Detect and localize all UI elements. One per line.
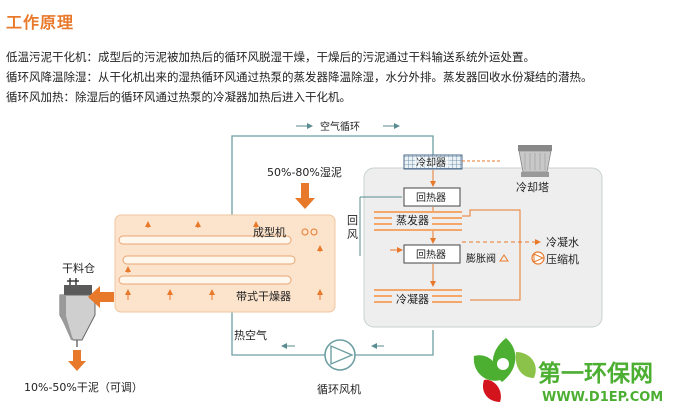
reheater-top	[403, 187, 461, 207]
wet-sludge-arrow-icon	[295, 183, 315, 209]
condensate-label: 冷凝水	[546, 235, 579, 249]
circulation-fan-label: 循环风机	[317, 382, 361, 396]
forming-roller-icon	[301, 228, 309, 236]
circulation-fan-icon	[324, 339, 356, 371]
internal-airflow	[390, 170, 436, 287]
watermark-logo	[473, 338, 536, 402]
description-heating: 循环风加热：除湿后的循环风通过热泵的冷凝器加热后进入干化机。	[6, 90, 351, 104]
reheater-mid	[403, 244, 461, 264]
belt-dryer-label: 带式干燥器	[236, 290, 291, 303]
forming-machine-label: 成型机	[253, 225, 286, 239]
compressor-label: 压缩机	[546, 252, 579, 266]
forming-roller-icon	[310, 228, 318, 236]
dry-sludge-arrow-icon	[68, 350, 86, 371]
wet-sludge-label: 50%-80%湿泥	[267, 166, 342, 179]
dry-silo-icon	[59, 278, 96, 347]
page-title: 工作原理	[6, 13, 75, 32]
reheater-top-label: 回热器	[416, 191, 446, 204]
dry-material-arrow-icon	[88, 286, 114, 308]
dryer-air-arrows	[125, 221, 323, 300]
heat-pump-unit	[363, 167, 603, 328]
return-air-label-1: 回	[347, 214, 358, 227]
compressor-icon	[531, 251, 545, 265]
cooling-tower-icon	[518, 145, 552, 177]
air-cycle-label: 空气循环	[320, 120, 360, 133]
refrigerant-loop	[462, 209, 521, 301]
reheater-mid-label: 回热器	[416, 248, 446, 261]
evaporator-label: 蒸发器	[396, 213, 429, 227]
dry-sludge-label: 10%-50%干泥（可调）	[24, 381, 143, 394]
hot-air-label: 热空气	[234, 328, 267, 342]
expansion-valve-icon	[499, 254, 509, 262]
watermark-en: WWW.D1EP.COM	[542, 390, 663, 405]
watermark-cn: 第一环保网	[538, 360, 653, 387]
conveyor-belts	[118, 235, 296, 285]
description-dryer: 低温污泥干化机：成型后的污泥被加热后的循环风脱湿干燥，干燥后的污泥通过干料输送系…	[6, 50, 535, 64]
return-air-label-2: 风	[347, 228, 358, 241]
expansion-valve-label: 膨胀阀	[466, 252, 496, 265]
cooling-tower-label: 冷却塔	[516, 181, 549, 194]
evaporator-coil	[374, 211, 462, 231]
condenser-label: 冷凝器	[396, 292, 429, 306]
cooler-label: 冷却器	[416, 156, 446, 169]
description-dehumidify: 循环风降温除湿：从干化机出来的湿热循环风通过热泵的蒸发器降温除湿，水分外排。蒸发…	[6, 70, 593, 84]
dry-silo-label: 干料仓	[62, 261, 95, 275]
